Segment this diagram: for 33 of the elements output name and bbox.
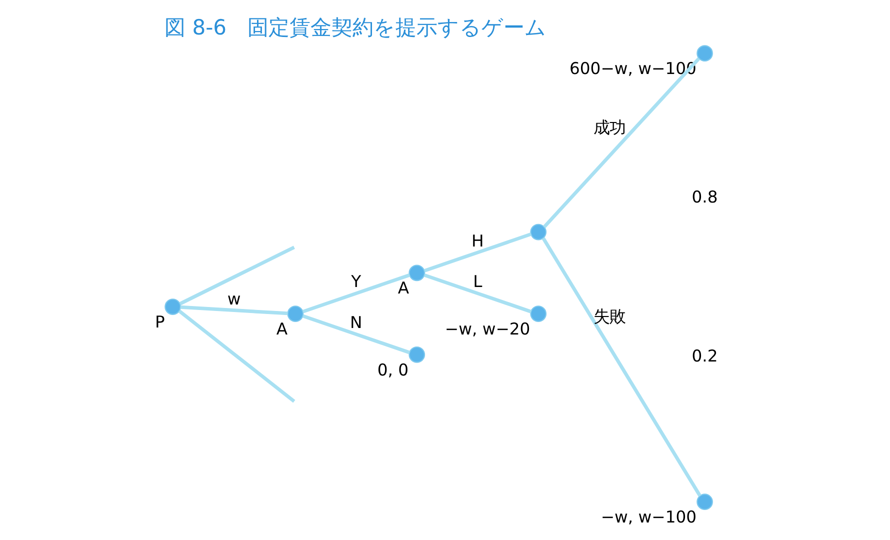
node-circle (286, 306, 304, 322)
edge-label: w (226, 290, 240, 309)
connector (180, 305, 288, 316)
node-label: −w, w−100 (600, 508, 696, 527)
diagram-title: 図 8-6 固定賃金契約を提示するゲーム (164, 14, 546, 40)
node-circle (530, 306, 546, 322)
connector (178, 246, 294, 306)
connector (542, 57, 700, 228)
node-label: A (397, 278, 409, 298)
edge-label: N (350, 313, 362, 332)
node-label: 0, 0 (376, 360, 408, 380)
connector (302, 273, 410, 314)
node-circle (164, 298, 180, 315)
node-label: −w, w−20 (444, 319, 530, 338)
edge-label: H (470, 231, 484, 250)
edge-label: L (472, 272, 482, 292)
connector (541, 237, 701, 497)
node-circle (696, 45, 712, 62)
label: 0.8 (691, 187, 718, 206)
node-circle (408, 346, 425, 363)
connector (302, 314, 410, 354)
edge-label: 成功 (593, 118, 626, 137)
node-label: P (154, 312, 164, 332)
edge-label: Y (350, 272, 361, 292)
connector (423, 273, 532, 314)
node-circle (696, 494, 712, 510)
edge-label: 失敗 (593, 307, 626, 326)
label: 0.2 (691, 346, 718, 366)
connector (178, 310, 295, 403)
node-circle (408, 264, 425, 282)
node-label: A (276, 319, 288, 338)
node-circle (530, 224, 546, 240)
connector (423, 232, 532, 272)
